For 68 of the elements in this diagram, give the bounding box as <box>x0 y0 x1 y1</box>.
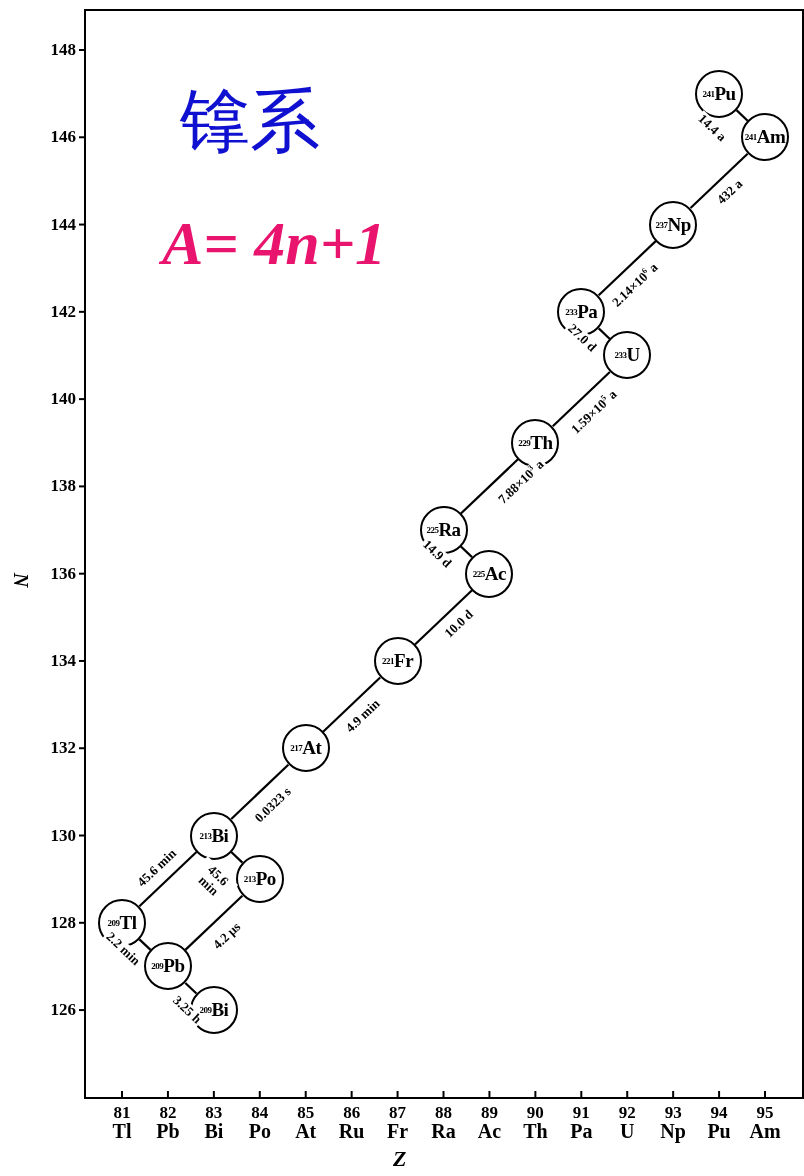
tick-label: Pb <box>156 1121 180 1141</box>
tick-label: 92 <box>618 1104 636 1121</box>
tick-label: Ac <box>477 1121 502 1141</box>
tick-label: Ru <box>338 1121 365 1141</box>
tick-label: 82 <box>159 1104 177 1121</box>
axis-title: Z <box>393 1148 407 1170</box>
decay-line <box>322 676 381 733</box>
decay-line <box>689 153 749 209</box>
tick-label: 140 <box>50 390 76 408</box>
decay-line <box>138 851 198 908</box>
tick-label: 95 <box>756 1104 774 1121</box>
tick-label: 138 <box>50 477 76 495</box>
nuclide-circle: $^{217}$At <box>281 724 330 773</box>
nuclide-circle: $^{209}$Pb <box>143 942 192 991</box>
tick-label: 136 <box>50 564 76 582</box>
tick-label: Tl <box>112 1121 132 1141</box>
tick-label: 94 <box>710 1104 728 1121</box>
decay-line <box>597 327 611 340</box>
nuclide-circle: $^{233}$U <box>603 331 652 380</box>
decay-line <box>230 763 290 820</box>
decay-line <box>597 240 657 297</box>
tick-label: 128 <box>50 913 76 931</box>
tick-label: 142 <box>50 302 76 320</box>
tick-label: 93 <box>664 1104 682 1121</box>
tick-label: Ra <box>431 1121 456 1141</box>
axis-title: N <box>11 572 32 588</box>
tick-label: 132 <box>50 739 76 757</box>
tick-label: Pa <box>570 1121 593 1141</box>
tick-label: Th <box>523 1121 548 1141</box>
decay-line <box>414 589 473 646</box>
tick-label: 134 <box>50 651 76 669</box>
tick-label: 85 <box>297 1104 315 1121</box>
nuclide-circle: $^{221}$Fr <box>373 636 422 685</box>
tick-label: 90 <box>526 1104 544 1121</box>
tick-label: U <box>620 1121 635 1141</box>
tick-label: 130 <box>50 826 76 844</box>
decay-line <box>460 458 519 515</box>
tick-label: Po <box>248 1121 271 1141</box>
tick-label: 86 <box>343 1104 361 1121</box>
tick-label: Fr <box>387 1121 409 1141</box>
tick-label: 84 <box>251 1104 269 1121</box>
tick-label: 87 <box>389 1104 407 1121</box>
nuclide-circle: $^{237}$Np <box>649 200 698 249</box>
tick-label: 144 <box>50 215 76 233</box>
tick-label: At <box>295 1121 317 1141</box>
tick-label: 83 <box>205 1104 223 1121</box>
nuclide-circle: $^{225}$Ac <box>465 549 514 598</box>
decay-line <box>460 545 473 558</box>
tick-label: Am <box>749 1121 781 1141</box>
tick-label: 146 <box>50 128 76 146</box>
tick-label: 89 <box>480 1104 498 1121</box>
decay-line <box>138 938 152 951</box>
tick-label: 126 <box>50 1001 76 1019</box>
title: 镎系 <box>180 86 320 156</box>
nuclide-circle: $^{213}$Bi <box>189 811 238 860</box>
tick-label: 81 <box>113 1104 131 1121</box>
tick-label: Np <box>660 1121 686 1141</box>
decay-line <box>184 894 244 951</box>
tick-label: Pu <box>707 1121 731 1141</box>
tick-label: 91 <box>572 1104 590 1121</box>
nuclide-circle: $^{241}$Am <box>741 113 789 162</box>
tick-label: 148 <box>50 41 76 58</box>
tick-label: 88 <box>435 1104 452 1121</box>
nuclide-circle: $^{213}$Po <box>235 855 284 904</box>
decay-line <box>230 851 244 864</box>
tick-label: Bi <box>204 1121 224 1141</box>
decay-line <box>552 371 611 428</box>
decay-line <box>735 109 749 122</box>
